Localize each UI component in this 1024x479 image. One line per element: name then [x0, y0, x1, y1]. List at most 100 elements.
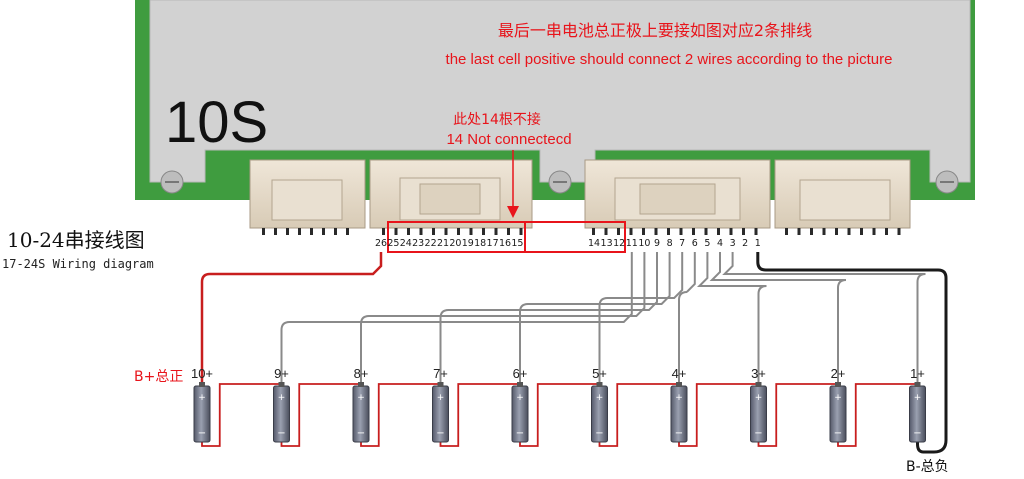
pin-label-19: 19 [462, 238, 474, 249]
series-wire [360, 383, 441, 447]
balance-wire-3+ [696, 252, 767, 384]
connector-large-right [584, 159, 771, 229]
pin-stub [872, 228, 876, 235]
balance-wire-5+ [598, 252, 684, 384]
board-label: 10S [165, 90, 268, 155]
pin-stub [469, 228, 473, 235]
balance-wire-2+ [709, 252, 847, 384]
pin-label-8: 8 [667, 238, 673, 249]
cell-plus-icon: + [834, 393, 842, 403]
pin-label-5: 5 [704, 238, 710, 249]
battery-cell: +−3+ [750, 366, 767, 443]
cell-plus-icon: + [357, 393, 365, 403]
battery-cell-cap [755, 382, 762, 387]
pin-stub [482, 228, 485, 235]
balance-wire-6+ [519, 252, 671, 384]
pin-stub [604, 228, 608, 235]
battery-cell: +−5+ [591, 366, 608, 443]
pin-stubs [262, 228, 901, 235]
pin-stub [519, 228, 523, 235]
pin-label-9: 9 [654, 238, 660, 249]
battery-cell-cap [199, 382, 205, 387]
cell-minus-icon: − [436, 428, 444, 439]
battery-cell-cap [596, 382, 603, 387]
note-top-cn: 最后一串电池总正极上要接如图对应2条排线 [498, 21, 812, 40]
battery-cell: +−2+ [829, 366, 847, 443]
pin-label-21: 21 [437, 238, 449, 249]
pin-label-12: 12 [613, 238, 625, 249]
pin-stub [835, 228, 838, 235]
series-wire [201, 383, 282, 447]
pin-stub [262, 228, 265, 235]
pin-stub [298, 228, 301, 235]
cell-plus-icon: + [596, 393, 604, 403]
pin-stub [310, 228, 313, 235]
pin-stub [494, 228, 498, 235]
pin-stub [654, 228, 658, 235]
pin-stub [785, 228, 788, 235]
b-plus-wire [200, 252, 383, 384]
pin-stub [679, 228, 683, 235]
pin-stub [742, 228, 745, 235]
connector-small-left [249, 159, 366, 229]
pin-stub [322, 228, 325, 235]
battery-cell: +−1+ [909, 366, 926, 443]
pin-label-24: 24 [400, 238, 412, 249]
b-minus-label: B-总负 [906, 459, 949, 475]
series-wire [837, 383, 918, 447]
battery-cell-cap [278, 382, 285, 387]
pin-stub [507, 228, 510, 235]
pin-stub [286, 228, 289, 235]
cell-label-3+: 3+ [751, 366, 766, 381]
diagram-title-cn: 10-24串接线图 [7, 228, 145, 252]
cell-minus-icon: − [595, 428, 603, 439]
battery-cell-cap [437, 382, 444, 387]
note-top-en: the last cell positive should connect 2 … [446, 51, 893, 68]
cell-label-8+: 8+ [354, 366, 369, 381]
pin-stub [810, 228, 813, 235]
battery-cell-cap [914, 382, 921, 387]
cell-minus-icon: − [357, 428, 365, 439]
pin-label-11: 11 [626, 238, 638, 249]
pin-stub [382, 228, 385, 235]
note-mid-en: 14 Not connectecd [446, 131, 571, 148]
cell-minus-icon: − [675, 428, 683, 439]
pin-label-17: 17 [487, 238, 499, 249]
pin-stub [822, 228, 826, 235]
connector-small-right [774, 159, 911, 229]
balance-wire-4+ [678, 252, 696, 384]
cell-plus-icon: + [914, 393, 922, 403]
pin-label-22: 22 [425, 238, 437, 249]
pin-label-6: 6 [692, 238, 698, 249]
battery-cells: +−10++−9++−8++−7++−6++−5++−4++−3++−2++−1… [191, 366, 926, 443]
pin-stub [394, 228, 398, 235]
diagram-title-en: 17-24S Wiring diagram [2, 257, 154, 271]
cell-plus-icon: + [437, 393, 445, 403]
battery-cell-cap [835, 382, 841, 387]
battery-cell: +−9+ [273, 366, 290, 443]
cell-plus-icon: + [755, 393, 763, 403]
cell-label-1+: 1+ [910, 366, 925, 381]
pin-stub [629, 228, 633, 235]
pin-stub [642, 228, 645, 235]
pin-stub [419, 228, 423, 235]
pin-stub [797, 228, 801, 235]
pin-stub [667, 228, 670, 235]
pin-stub [860, 228, 863, 235]
cell-minus-icon: − [198, 428, 206, 439]
pin-stub [334, 228, 337, 235]
balance-wire-7+ [439, 252, 658, 384]
battery-cell-cap [676, 382, 682, 387]
cell-label-7+: 7+ [433, 366, 448, 381]
battery-cell: +−6+ [511, 366, 529, 443]
connectors [249, 159, 911, 235]
pin-label-18: 18 [474, 238, 486, 249]
pin-label-23: 23 [412, 238, 424, 249]
arrow-down-icon [507, 150, 519, 218]
pin-stub [692, 228, 695, 235]
pin-label-25: 25 [387, 238, 399, 249]
series-wire [757, 383, 838, 447]
cell-label-4+: 4+ [672, 366, 687, 381]
cell-minus-icon: − [277, 428, 285, 439]
